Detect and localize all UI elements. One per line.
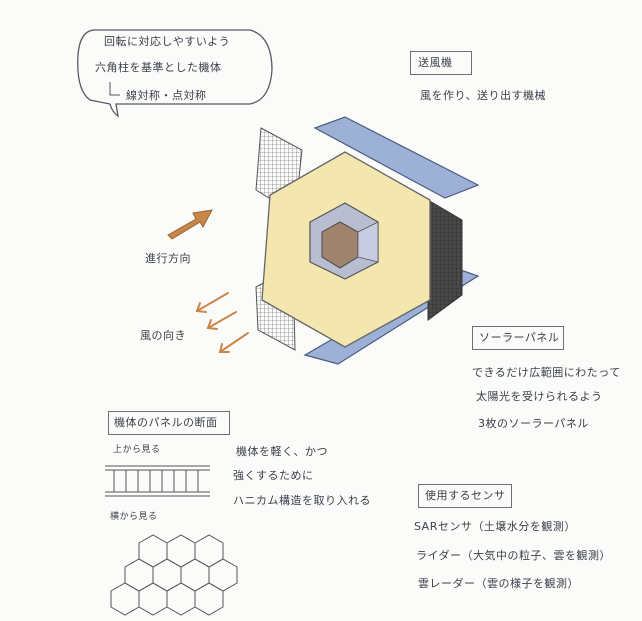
panel-top-view-label: 上から見る [113, 445, 161, 455]
panel-note-3: ハニカム構造を取り入れる [233, 494, 371, 507]
solar-panel-top [313, 116, 480, 199]
solar-title-box [472, 326, 564, 350]
direction-label: 進行方向 [145, 252, 191, 265]
wind-label: 風の向き [140, 329, 186, 342]
fan-title: 送風機 [418, 56, 453, 69]
concept-bubble [77, 29, 273, 118]
sensor-item-2: ライダー（大気中の粒子、雲を観測） [416, 549, 612, 562]
wind-arrows [195, 292, 249, 353]
concept-line-3: 線対称・点対称 [126, 89, 207, 102]
sensor-title-box [418, 484, 512, 508]
fan-description: 風を作り、送り出す機械 [420, 89, 547, 102]
sensor-title: 使用するセンサ [425, 489, 506, 502]
honeycomb-side-view [110, 534, 238, 616]
honeycomb-top-view [105, 465, 210, 497]
panel-title: 機体のパネルの断面 [114, 416, 218, 429]
solar-line-2: 太陽光を受けられるよう [476, 390, 603, 403]
fan-title-box [410, 51, 472, 75]
panel-side-view-label: 横から見る [110, 512, 158, 522]
sensor-item-3: 雲レーダー（雲の様子を観測） [418, 577, 579, 590]
solar-title: ソーラーパネル [479, 331, 560, 344]
hook-arrow [109, 82, 120, 96]
panel-note-1: 機体を軽く、かつ [236, 445, 328, 458]
sensor-item-1: SARセンサ（土壌水分を観測） [414, 520, 576, 533]
hex-side-face [427, 199, 463, 321]
solar-line-3: 3枚のソーラーパネル [478, 417, 589, 430]
direction-arrow [167, 209, 213, 240]
panel-title-box [108, 411, 230, 435]
solar-line-1: できるだけ広範囲にわたって [472, 366, 621, 379]
panel-note-2: 強くするために [233, 469, 314, 482]
concept-line-2: 六角柱を基準とした機体 [95, 61, 222, 74]
hex-core-side [357, 221, 379, 263]
concept-line-1: 回転に対応しやすいよう [104, 35, 231, 48]
